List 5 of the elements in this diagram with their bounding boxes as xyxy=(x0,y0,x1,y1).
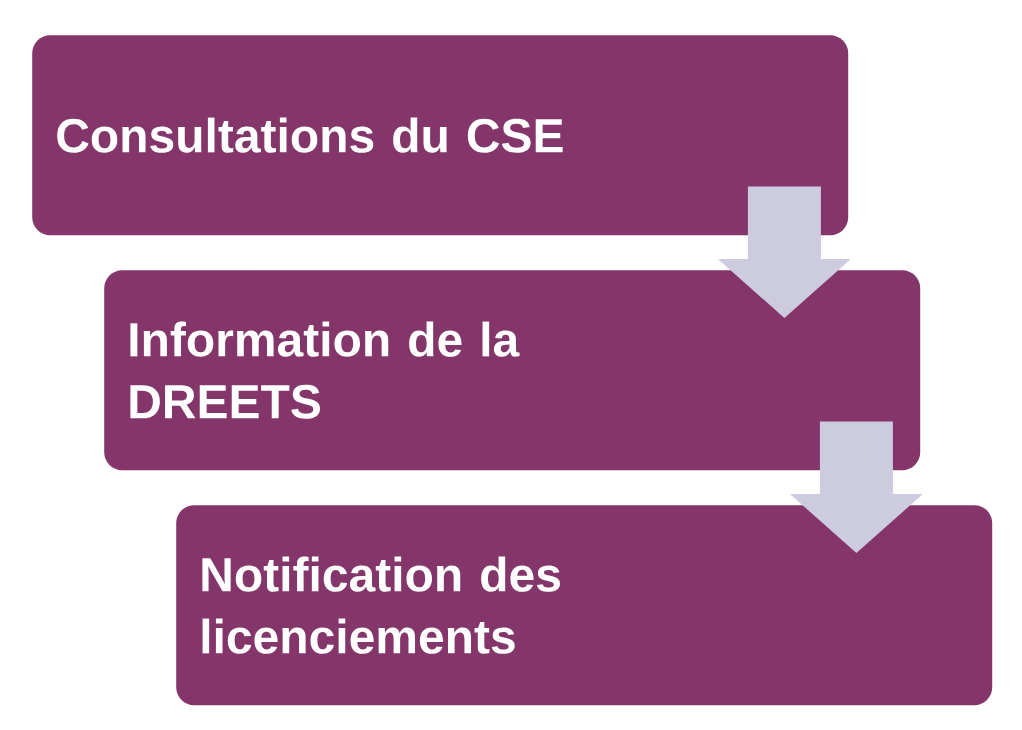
process-box: Consultations du CSE xyxy=(32,35,849,236)
process-box: Information de la DREETS xyxy=(104,270,921,471)
block-arrow xyxy=(789,421,923,553)
process-box: Notification des licenciements xyxy=(176,505,993,706)
block-arrow xyxy=(717,186,851,318)
